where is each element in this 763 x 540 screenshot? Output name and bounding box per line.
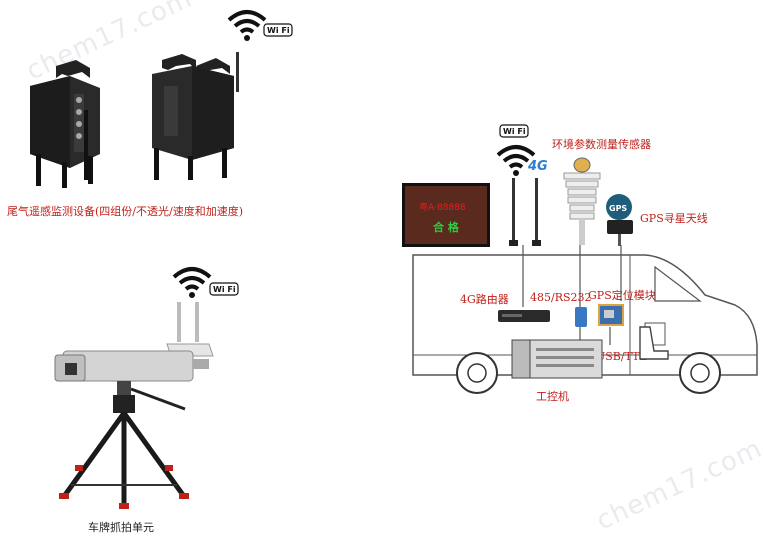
- wifi-badge-text: Wi Fi: [267, 26, 290, 35]
- label-plate-capture-unit: 车牌抓拍单元: [88, 521, 154, 534]
- label-industrial-pc: 工控机: [536, 390, 569, 403]
- label-router-4g: 4G路由器: [460, 293, 509, 306]
- label-env-sensor: 环境参数测量传感器: [552, 138, 651, 151]
- watermark-bottom-right: chem17.com: [592, 433, 763, 537]
- label-tail-gas-device: 尾气遥感监测设备(四组份/不透光/速度和加速度): [7, 205, 243, 218]
- screen-result-text: 合 格: [433, 221, 459, 234]
- wifi-badge-text: Wi Fi: [503, 127, 526, 136]
- router-4g-icon: [498, 310, 550, 322]
- monitoring-van-outline: [412, 254, 758, 394]
- led-display-screen: 粤A·88888 合 格: [402, 183, 490, 247]
- tail-gas-device-unit-b: [152, 52, 239, 180]
- connection-lines: [522, 245, 622, 345]
- gps-badge-text: GPS: [609, 204, 627, 213]
- label-usb-ttl: USB/TTL: [596, 350, 647, 363]
- driver-seat-icon: [639, 326, 669, 360]
- wifi-icon-tail-gas: Wi Fi: [227, 10, 293, 41]
- gps-module-icon: [598, 304, 624, 326]
- gps-antenna-icon: GPS: [606, 194, 633, 246]
- label-rs485: 485/RS232: [530, 291, 592, 304]
- lte-badge-icon: 4G: [528, 159, 548, 174]
- rs485-converter-icon: [575, 307, 587, 327]
- wifi-icon-van: Wi Fi: [496, 124, 536, 176]
- antennas-4g: [509, 178, 541, 246]
- label-gps-antenna: GPS寻星天线: [640, 212, 708, 225]
- screen-plate-text: 粤A·88888: [419, 203, 466, 213]
- industrial-pc-icon: [511, 339, 603, 379]
- plate-camera-tripod: [54, 350, 209, 509]
- env-sensor-icon: [563, 157, 601, 245]
- tail-gas-device-unit-a: [30, 60, 100, 188]
- wifi-badge-text: Wi Fi: [213, 285, 236, 294]
- label-gps-module: GPS定位模块: [588, 289, 656, 302]
- wifi-icon-camera: Wi Fi: [172, 267, 239, 298]
